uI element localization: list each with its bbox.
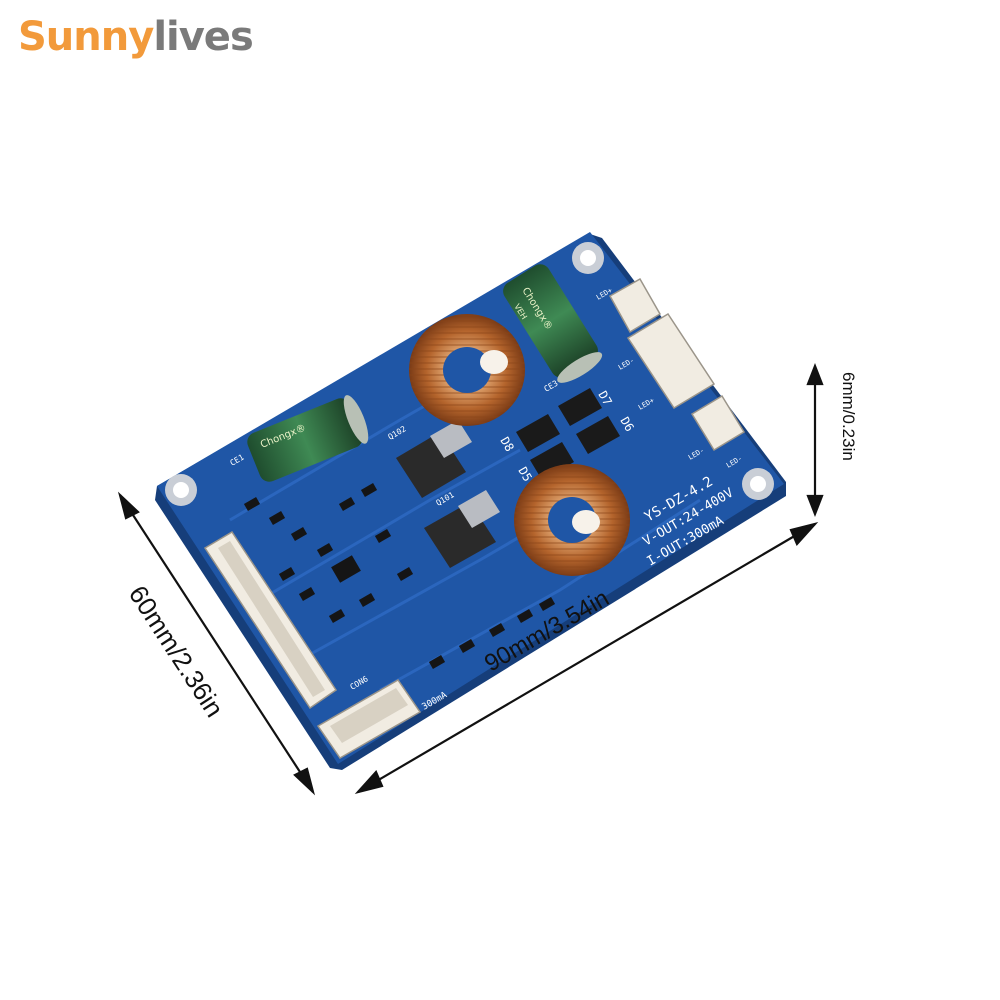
output-connectors <box>608 277 746 452</box>
diode-label: D6 <box>617 415 636 435</box>
dimension-arrows <box>117 362 824 796</box>
smd-components <box>243 483 556 669</box>
input-connector <box>203 530 338 710</box>
pcb-board: YS-DZ-4.2 V-OUT:24-400V I-OUT:300mA 300m… <box>155 232 786 770</box>
mounting-holes <box>165 242 774 506</box>
brand-logo-part1: Sunny <box>18 14 154 60</box>
inductor-coil-bottom <box>514 464 630 576</box>
capacitor-ce3 <box>503 264 603 383</box>
con6-connector <box>316 679 422 759</box>
brand-logo-part2: lives <box>153 14 253 60</box>
width-arrow-head-end <box>789 522 819 547</box>
capacitor-ce1 <box>247 395 369 482</box>
inductor-coil-top <box>409 314 525 426</box>
height-arrow-line <box>119 494 314 793</box>
diode-label: D5 <box>515 465 534 485</box>
mosfet-q101 <box>424 490 500 568</box>
width-arrow-head-start <box>354 769 384 794</box>
diodes <box>516 388 620 480</box>
pcb-surface <box>157 232 784 764</box>
brand-logo: Sunnylives <box>18 14 254 60</box>
diode-label: D7 <box>595 389 614 409</box>
height-arrow-head-end <box>293 767 316 796</box>
height-arrow-head-start <box>117 491 140 520</box>
thickness-arrow-head-start <box>806 362 824 386</box>
thickness-dimension-label: 6mm/0.23in <box>839 372 858 461</box>
thickness-arrow-head-end <box>806 494 824 518</box>
diode-label: D8 <box>497 435 516 455</box>
width-arrow-line <box>357 523 816 793</box>
mosfet-q102 <box>396 420 472 498</box>
